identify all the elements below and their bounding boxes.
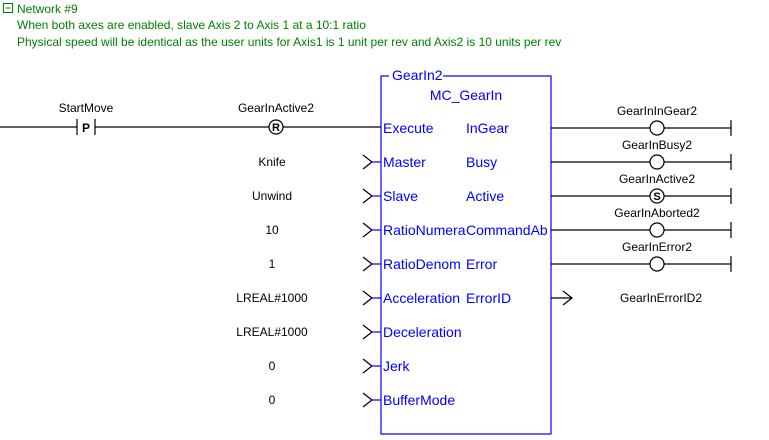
- network-comment-line-2: Physical speed will be identical as the …: [17, 35, 561, 49]
- input-connector-arrow: [362, 154, 373, 170]
- output-pin-label: Active: [466, 188, 504, 204]
- input-pin-master[interactable]: Master Knife: [258, 154, 426, 170]
- output-pin-errorid[interactable]: ErrorID GearInErrorID2: [466, 290, 702, 306]
- input-pin-label: RatioDenom: [383, 256, 461, 272]
- output-pin-active[interactable]: Active S GearInActive2: [466, 172, 732, 204]
- output-coil-circle[interactable]: [649, 222, 665, 238]
- output-pin-busy[interactable]: Busy GearInBusy2: [466, 138, 732, 170]
- output-coil-circle[interactable]: [649, 256, 665, 272]
- output-pin-label: CommandAb: [466, 222, 548, 238]
- input-pin-jerk[interactable]: Jerk 0: [269, 358, 411, 374]
- input-value-label[interactable]: Knife: [258, 155, 286, 169]
- execute-rung: P StartMove R GearInActive2: [0, 101, 381, 135]
- input-pin-execute[interactable]: Execute: [383, 120, 434, 136]
- instance-name-backdrop: [389, 68, 443, 82]
- input-value-label[interactable]: 1: [269, 257, 276, 271]
- input-pin-ratiodenom[interactable]: RatioDenom 1: [269, 256, 461, 272]
- input-connector-arrow: [362, 222, 373, 238]
- input-pin-slave[interactable]: Slave Unwind: [252, 188, 418, 204]
- output-variable-label[interactable]: GearInError2: [622, 240, 692, 254]
- output-variable-label[interactable]: GearInBusy2: [622, 138, 692, 152]
- input-pin-deceleration[interactable]: Deceleration LREAL#1000: [236, 324, 461, 340]
- input-pin-rationumera[interactable]: RatioNumera 10: [265, 222, 465, 238]
- output-coil-letter: S: [653, 191, 660, 203]
- output-variable-label[interactable]: GearInAborted2: [614, 206, 700, 220]
- output-variable-label[interactable]: GearInInGear2: [617, 104, 697, 118]
- network-comment-line-1: When both axes are enabled, slave Axis 2…: [17, 18, 366, 32]
- input-pin-label: Acceleration: [383, 290, 460, 306]
- input-value-label[interactable]: Unwind: [252, 189, 292, 203]
- input-pin-label: Jerk: [383, 358, 410, 374]
- output-coil-circle[interactable]: [649, 154, 665, 170]
- startmove-label: StartMove: [59, 101, 114, 115]
- output-pin-label: ErrorID: [466, 290, 511, 306]
- input-connector-arrow: [362, 392, 373, 408]
- input-value-label[interactable]: LREAL#1000: [236, 291, 308, 305]
- contact-letter: P: [82, 121, 90, 135]
- network-title: Network #9: [17, 2, 78, 16]
- input-connector-arrow: [362, 256, 373, 272]
- input-pin-acceleration[interactable]: Acceleration LREAL#1000: [236, 290, 460, 306]
- output-pin-ingear[interactable]: InGear GearInInGear2: [466, 104, 732, 136]
- output-variable-label[interactable]: GearInErrorID2: [620, 291, 702, 305]
- network-header[interactable]: Network #9: [3, 2, 79, 16]
- output-coil-circle[interactable]: [649, 120, 665, 136]
- output-pin-label: Busy: [466, 154, 497, 170]
- input-pin-label: Execute: [383, 120, 434, 136]
- input-connector-arrow: [362, 188, 373, 204]
- output-variable-label[interactable]: GearInActive2: [619, 172, 695, 186]
- execute-variable-label: GearInActive2: [238, 101, 314, 115]
- input-value-label[interactable]: LREAL#1000: [236, 325, 308, 339]
- input-pin-label: Deceleration: [383, 324, 462, 340]
- block-instance-name: GearIn2: [392, 67, 443, 83]
- input-value-label[interactable]: 0: [269, 393, 276, 407]
- input-pin-label: Slave: [383, 188, 418, 204]
- input-pin-label: BufferMode: [383, 392, 455, 408]
- input-pin-buffermode[interactable]: BufferMode 0: [269, 392, 456, 408]
- function-block[interactable]: GearIn2 MC_GearIn: [380, 67, 552, 435]
- rising-edge-letter: R: [272, 122, 280, 134]
- input-pin-label: Master: [383, 154, 426, 170]
- function-block-frame[interactable]: [380, 75, 552, 435]
- input-value-label[interactable]: 0: [269, 359, 276, 373]
- input-pin-label: RatioNumera: [383, 222, 466, 238]
- input-connector-arrow: [362, 290, 373, 306]
- block-type-name: MC_GearIn: [430, 87, 502, 103]
- output-pin-error[interactable]: Error GearInError2: [466, 240, 732, 272]
- input-connector-arrow: [362, 358, 373, 374]
- output-pin-label: InGear: [466, 120, 509, 136]
- input-value-label[interactable]: 10: [265, 223, 279, 237]
- input-connector-arrow: [362, 324, 373, 340]
- output-pin-label: Error: [466, 256, 497, 272]
- output-pin-commandab[interactable]: CommandAb GearInAborted2: [466, 206, 732, 238]
